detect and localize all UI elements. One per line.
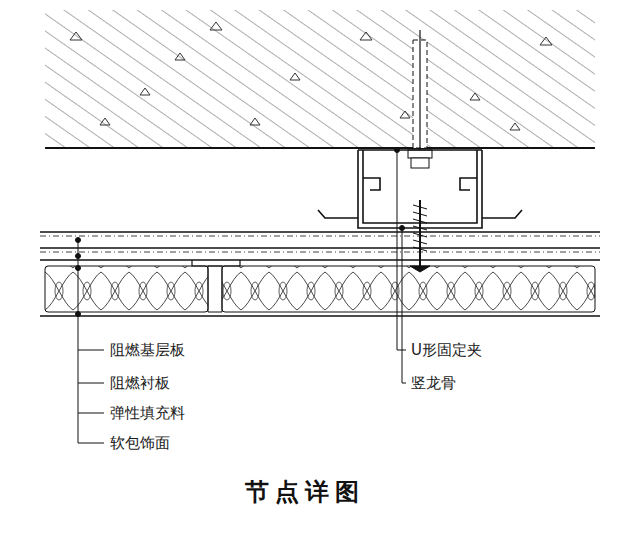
part-label: 阻燃基层板 — [110, 341, 185, 359]
drawing-title: 节点详图 — [245, 478, 365, 507]
wall-layers — [40, 232, 600, 316]
anchor-bolt — [408, 30, 432, 168]
leader-lines — [76, 148, 407, 444]
part-label: 阻燃衬板 — [110, 374, 170, 392]
part-label: 软包饰面 — [110, 434, 170, 452]
part-label: 竖龙骨 — [411, 374, 456, 392]
part-label: U形固定夹 — [411, 341, 482, 359]
concrete-slab — [45, 10, 595, 148]
part-label: 弹性填充料 — [110, 404, 185, 422]
